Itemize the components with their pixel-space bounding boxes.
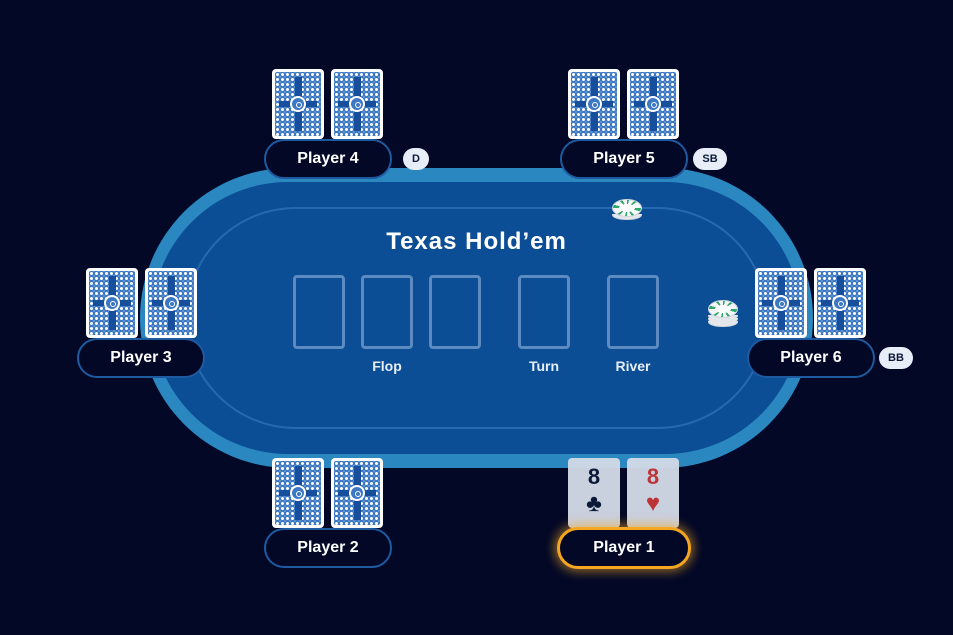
dealer-badge: D: [403, 148, 429, 170]
player-name: Player 2: [297, 539, 359, 556]
card-back-icon: [627, 69, 679, 139]
card-back-icon: [568, 69, 620, 139]
river-slot: [607, 275, 659, 349]
player-seat-3[interactable]: Player 3: [77, 338, 205, 378]
player-name: Player 3: [110, 349, 172, 366]
chip-stack-icon: [708, 300, 738, 327]
card-back-icon: [272, 69, 324, 139]
player-seat-2[interactable]: Player 2: [264, 528, 392, 568]
flop-slot-3: [429, 275, 481, 349]
big-blind-badge: BB: [879, 347, 913, 369]
card-back-icon: [331, 69, 383, 139]
flop-label: Flop: [372, 358, 402, 374]
card-back-icon: [145, 268, 197, 338]
turn-slot: [518, 275, 570, 349]
player-seat-6[interactable]: Player 6: [747, 338, 875, 378]
card-back-icon: [86, 268, 138, 338]
card-back-icon: [814, 268, 866, 338]
flop-slot-2: [361, 275, 413, 349]
turn-label: Turn: [528, 358, 560, 374]
hole-card-2: 8 ♥: [627, 458, 679, 528]
clubs-icon: ♣: [586, 490, 602, 517]
player-name: Player 4: [297, 150, 359, 167]
table-title: Texas Hold’em: [386, 228, 567, 255]
player-seat-4[interactable]: Player 4: [264, 139, 392, 179]
hole-card-1: 8 ♣: [568, 458, 620, 528]
chip-stack-icon: [612, 199, 642, 220]
flop-slot-1: [293, 275, 345, 349]
card-rank: 8: [646, 464, 660, 489]
small-blind-badge: SB: [693, 148, 727, 170]
card-back-icon: [755, 268, 807, 338]
player-name: Player 5: [593, 150, 655, 167]
hearts-icon: ♥: [645, 490, 661, 517]
player-seat-5[interactable]: Player 5: [560, 139, 688, 179]
player-name: Player 6: [780, 349, 842, 366]
card-rank: 8: [587, 464, 601, 489]
player-seat-1[interactable]: Player 1: [557, 527, 691, 569]
player-name: Player 1: [593, 539, 655, 556]
card-back-icon: [331, 458, 383, 528]
card-back-icon: [272, 458, 324, 528]
river-label: River: [615, 358, 651, 374]
